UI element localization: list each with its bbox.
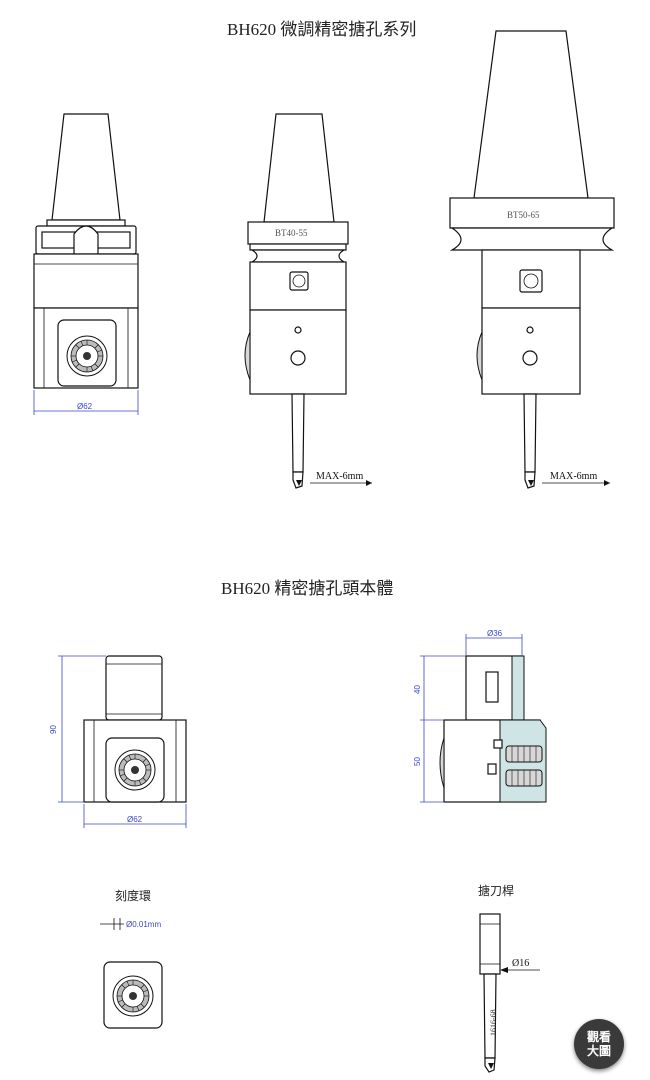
view-larger-line1: 觀看 <box>586 1030 611 1044</box>
max-travel-label-2: MAX-6mm <box>550 471 597 482</box>
head-body-front <box>58 655 187 828</box>
resolution-label: Ø0.01mm <box>126 920 161 929</box>
view-larger-button[interactable]: 觀看 大圖 <box>574 1019 624 1069</box>
tool-2-drawing <box>244 113 372 489</box>
series-title: BH620 微調精密搪孔系列 <box>227 20 417 39</box>
tool-3-drawing <box>449 30 615 489</box>
bar-dia16-label: Ø16 <box>512 958 529 969</box>
max-travel-label-1: MAX-6mm <box>316 471 363 482</box>
bt40-label: BT40-55 <box>275 228 308 238</box>
bt50-label: BT50-65 <box>507 210 540 220</box>
dim-dia62-body: Ø62 <box>127 815 143 824</box>
view-larger-line2: 大圖 <box>586 1044 611 1058</box>
boring-bar-drawing <box>479 913 540 1073</box>
dim-h90: 90 <box>49 725 58 734</box>
dial-title: 刻度環 <box>115 889 152 903</box>
body-title: BH620 精密搪孔頭本體 <box>221 579 394 598</box>
head-body-section <box>420 634 547 803</box>
dial-ring-drawing <box>100 918 163 1029</box>
dim-dia36: Ø36 <box>487 629 503 638</box>
bar-title: 搪刀桿 <box>478 884 515 898</box>
dim-h50: 50 <box>413 757 422 766</box>
dim-dia62-tool1: Ø62 <box>77 402 93 411</box>
tool-1-drawing <box>33 113 139 415</box>
bar-code-label: 1616-68 <box>489 1009 498 1036</box>
dim-h40: 40 <box>413 685 422 694</box>
